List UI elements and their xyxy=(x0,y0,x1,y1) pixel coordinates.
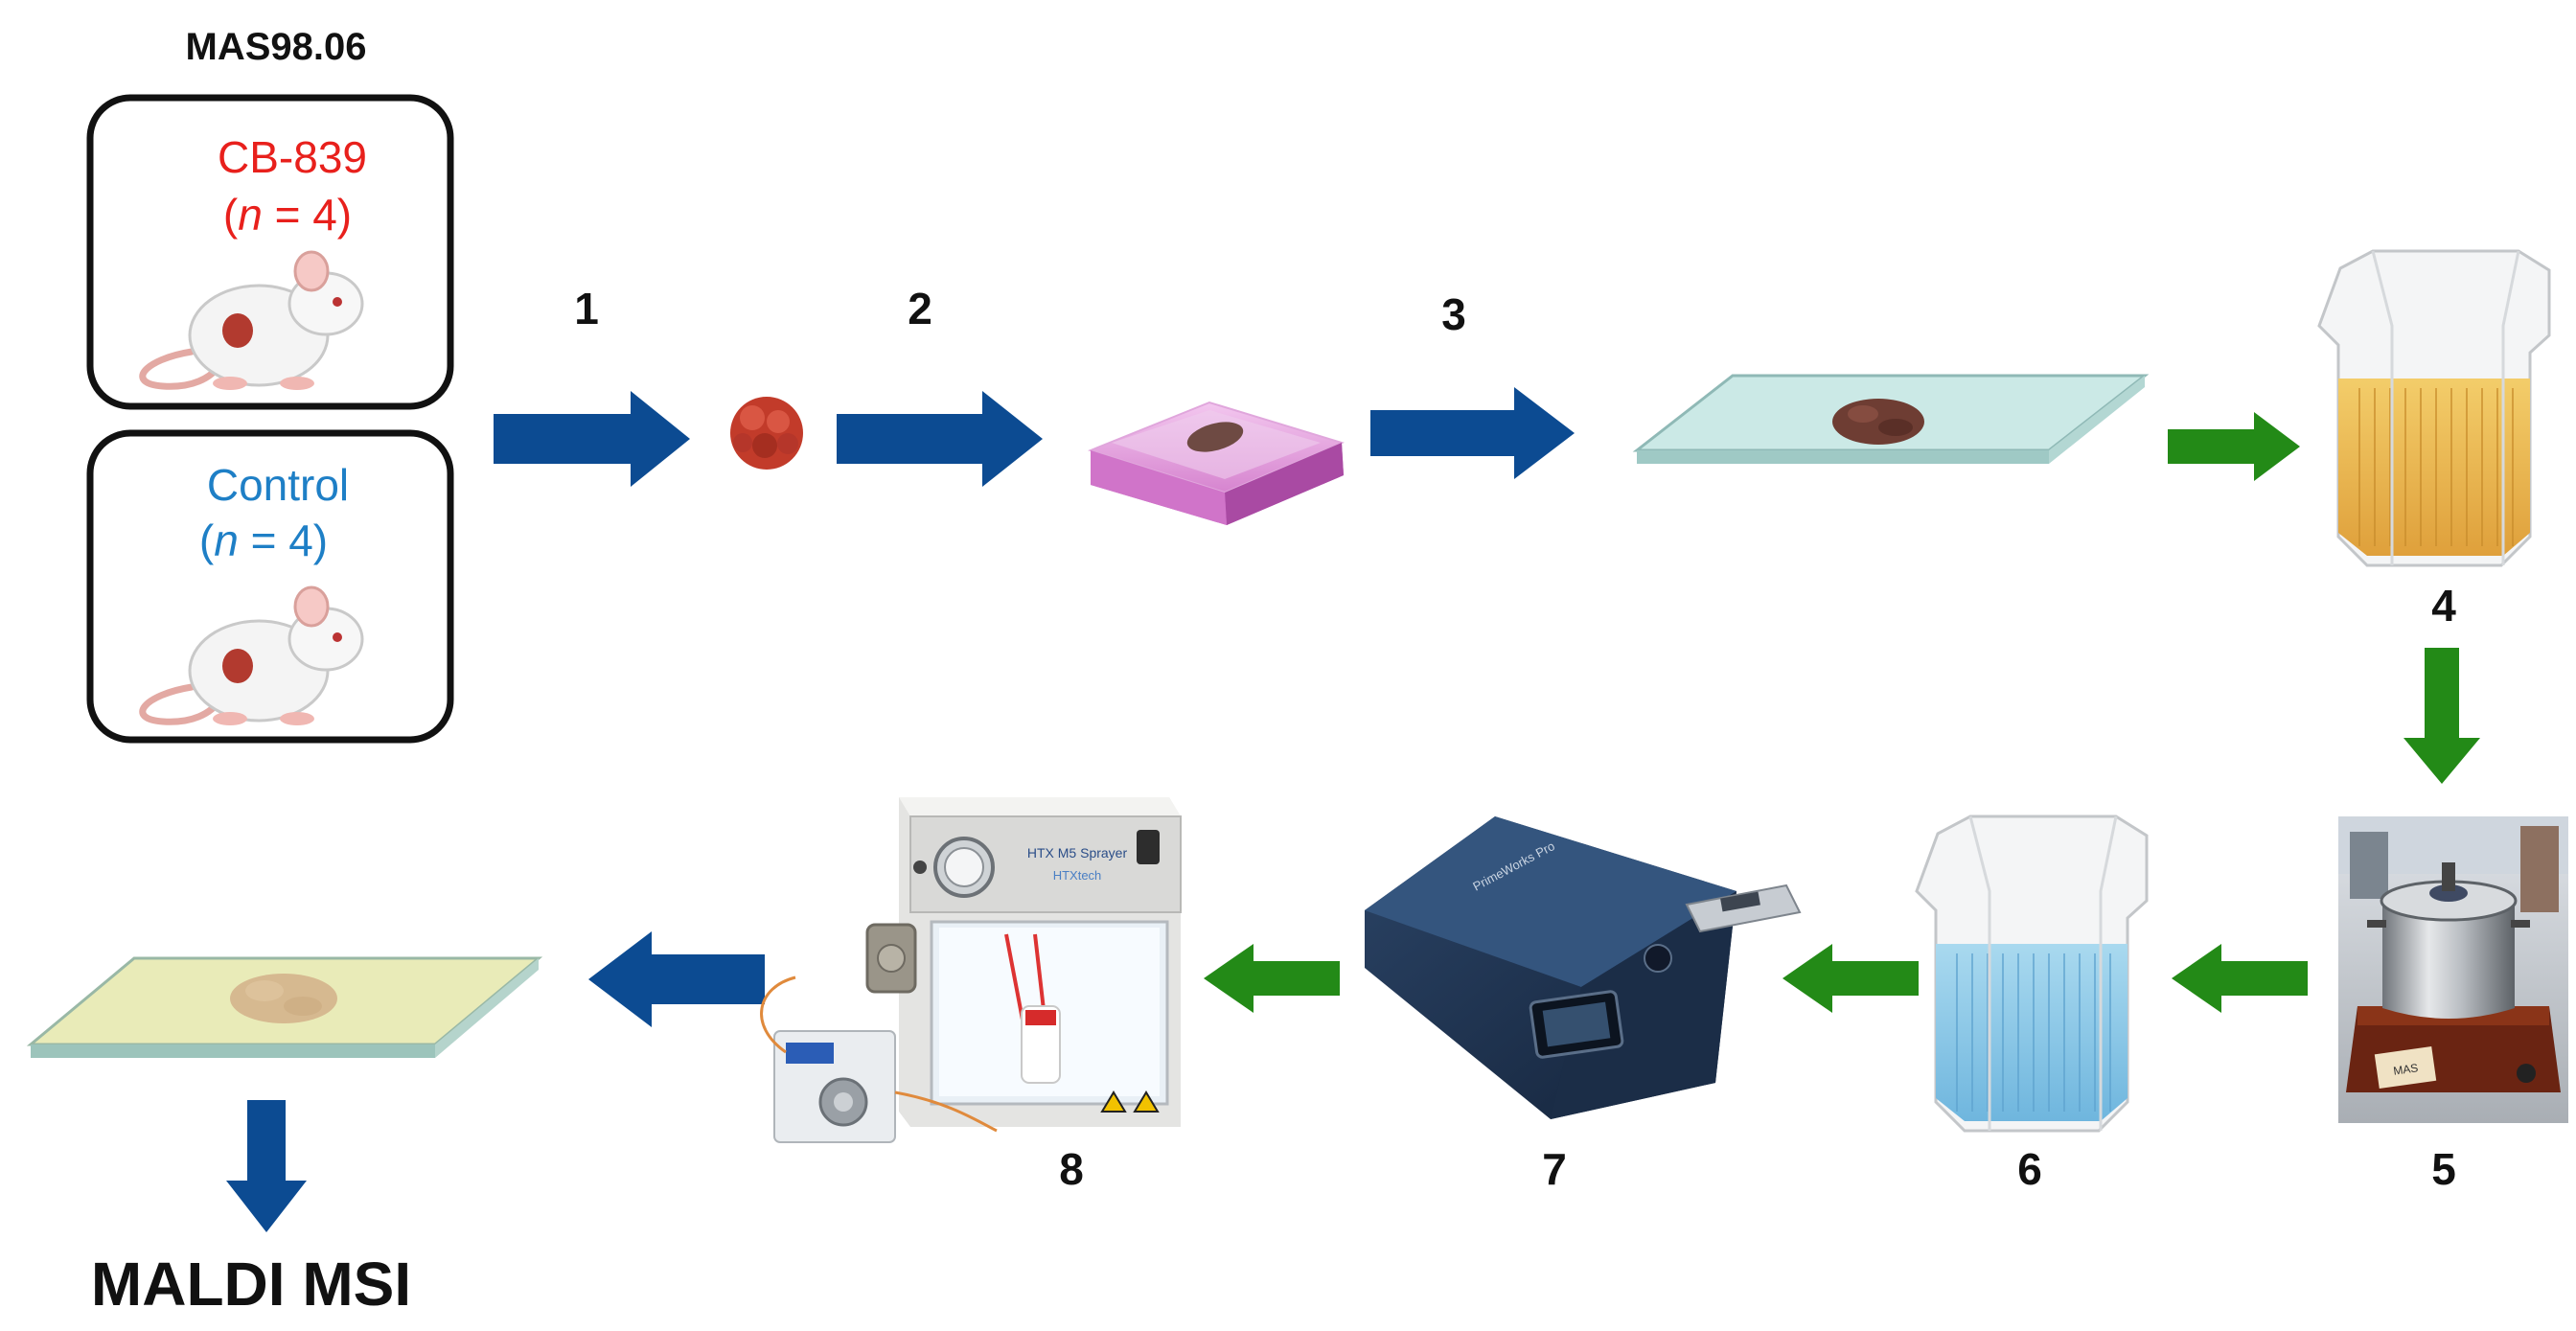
tissue-section xyxy=(1832,399,1924,445)
step-number: 2 xyxy=(908,284,932,333)
staining-jar-icon xyxy=(1915,815,2149,1133)
scanner-icon: PrimeWorks Pro xyxy=(1365,816,1802,1119)
control-group-count: (n = 4) xyxy=(199,516,328,565)
staining-jar-icon xyxy=(2317,249,2551,567)
step-number: 4 xyxy=(2431,581,2456,631)
treated-group-count: (n = 4) xyxy=(223,190,352,240)
treated-group-name: CB-839 xyxy=(218,132,367,182)
arrow-step-3 xyxy=(1370,387,1575,479)
arrow-step-2 xyxy=(837,391,1043,487)
tissue-section xyxy=(230,974,337,1023)
beaker-tag-label: MAS xyxy=(2392,1061,2419,1077)
step-number: 5 xyxy=(2431,1144,2456,1194)
mouse-icon xyxy=(139,250,364,390)
step-number: 8 xyxy=(1059,1144,1084,1194)
sprayer-photo: HTX M5 Sprayer HTXtech xyxy=(760,797,1182,1143)
step-number: 1 xyxy=(574,284,599,333)
pressure-cooker-photo: MAS xyxy=(2338,816,2568,1123)
control-group-name: Control xyxy=(207,460,349,510)
step-number: 3 xyxy=(1441,289,1466,339)
step-number: 7 xyxy=(1542,1144,1567,1194)
sprayer-brand-label: HTXtech xyxy=(1053,868,1102,883)
step-number: 6 xyxy=(2017,1144,2042,1194)
treated-group-box: CB-839 (n = 4) xyxy=(86,94,454,410)
output-label: MALDI MSI xyxy=(91,1250,411,1319)
slide-icon xyxy=(1632,374,2150,464)
cryostat-icon xyxy=(1088,401,1345,525)
arrow-step-1 xyxy=(494,391,690,487)
mouse-icon xyxy=(139,585,364,725)
arrow-step-7 xyxy=(1204,944,1340,1013)
arrow-to-step-4 xyxy=(2168,412,2300,481)
arrow-step-5 xyxy=(2172,944,2308,1013)
diagram-title: MAS98.06 xyxy=(186,26,367,68)
arrow-step-8 xyxy=(588,931,765,1027)
tumor-icon xyxy=(730,397,803,470)
arrow-step-6 xyxy=(1782,944,1919,1013)
sprayer-model-label: HTX M5 Sprayer xyxy=(1027,845,1128,861)
arrow-to-output xyxy=(226,1100,307,1232)
arrow-step-4 xyxy=(2404,648,2480,784)
slide-icon xyxy=(26,956,543,1058)
control-group-box: Control (n = 4) xyxy=(86,429,454,744)
